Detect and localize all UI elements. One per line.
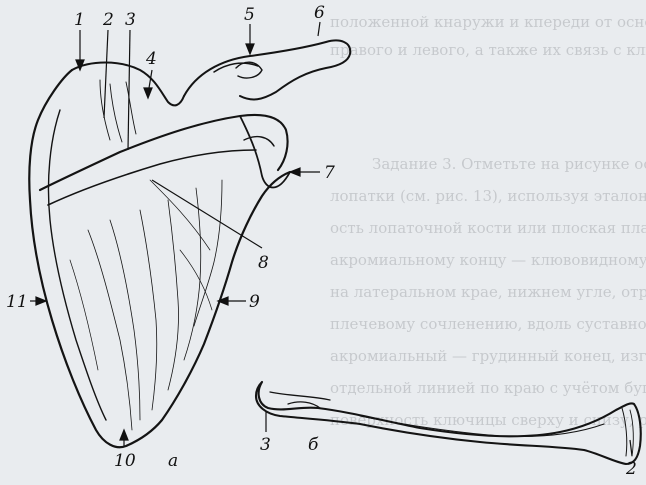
label-4: 4 [145,49,157,69]
scapula-outline [29,70,290,447]
label-5: 5 [244,5,255,25]
label-1: 1 [74,10,85,30]
label-7: 7 [324,163,335,183]
coracoid-process [184,41,350,100]
label-8: 8 [258,253,269,273]
label-9: 9 [249,292,260,312]
panel-label-b: б [308,435,319,455]
label-2: 2 [102,10,114,30]
panel-label-a: а [168,451,178,471]
spine-of-scapula [40,115,288,190]
label-6: 6 [314,3,325,23]
superior-border [72,63,184,106]
label-clavicle-3: 3 [260,435,271,455]
label-clavicle-2: 2 [625,459,637,479]
label-10: 10 [114,451,136,471]
label-3: 3 [125,10,136,30]
scapula-drawing [29,41,350,448]
label-11: 11 [6,292,28,312]
leader-lines [30,22,632,456]
